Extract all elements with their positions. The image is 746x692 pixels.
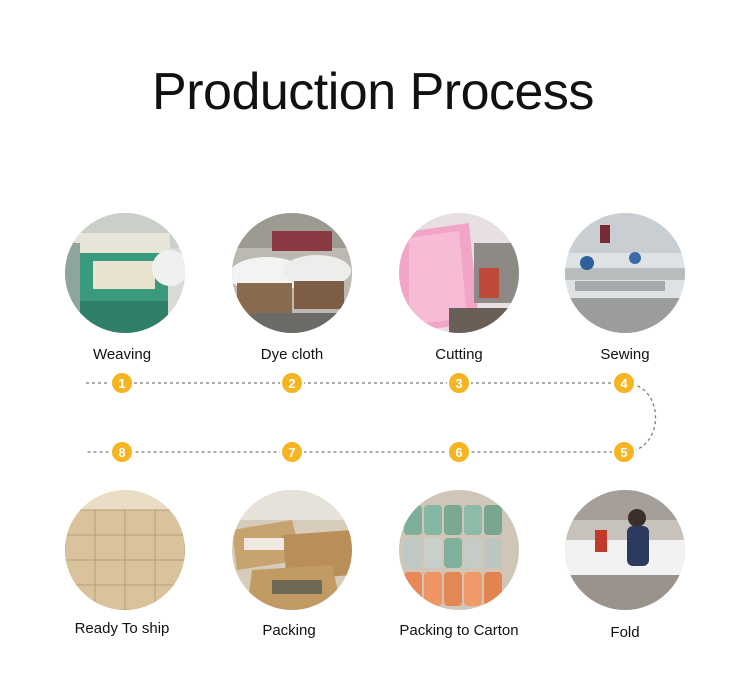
step-label-dye-cloth: Dye cloth xyxy=(260,346,324,363)
step-node-8: 8 xyxy=(110,440,134,464)
open-cartons-photo xyxy=(232,490,352,610)
step-node-7: 7 xyxy=(280,440,304,464)
svg-text:5: 5 xyxy=(620,445,627,460)
step-label-sewing: Sewing xyxy=(600,346,650,363)
step-node-5: 5 xyxy=(612,440,636,464)
step-label-cutting: Cutting xyxy=(435,346,483,363)
stacked-cartons-photo xyxy=(65,490,185,610)
sewing-workshop-photo xyxy=(565,213,685,333)
step-label-weaving: Weaving xyxy=(92,346,152,363)
step-node-6: 6 xyxy=(447,440,471,464)
pink-fabric-cutting-photo xyxy=(399,213,519,333)
svg-text:4: 4 xyxy=(620,376,628,391)
folding-worker-photo xyxy=(565,490,685,610)
svg-text:3: 3 xyxy=(455,376,462,391)
step-label-ready-to-ship: Ready To ship xyxy=(74,620,170,637)
svg-text:1: 1 xyxy=(118,376,125,391)
svg-text:7: 7 xyxy=(288,445,295,460)
page-title: Production Process xyxy=(152,63,594,121)
step-label-fold: Fold xyxy=(610,624,640,641)
dyed-cloth-carts-photo xyxy=(232,213,352,333)
step-label-packing-to-carton: Packing to Carton xyxy=(399,622,519,639)
weaving-machine-photo xyxy=(65,213,185,333)
step-node-3: 3 xyxy=(447,371,471,395)
rolled-towels-photo xyxy=(399,490,519,610)
svg-text:6: 6 xyxy=(455,445,462,460)
step-node-1: 1 xyxy=(110,371,134,395)
step-label-packing: Packing xyxy=(262,622,316,639)
svg-text:8: 8 xyxy=(118,445,125,460)
step-node-2: 2 xyxy=(280,371,304,395)
svg-text:2: 2 xyxy=(288,376,295,391)
step-node-4: 4 xyxy=(612,371,636,395)
